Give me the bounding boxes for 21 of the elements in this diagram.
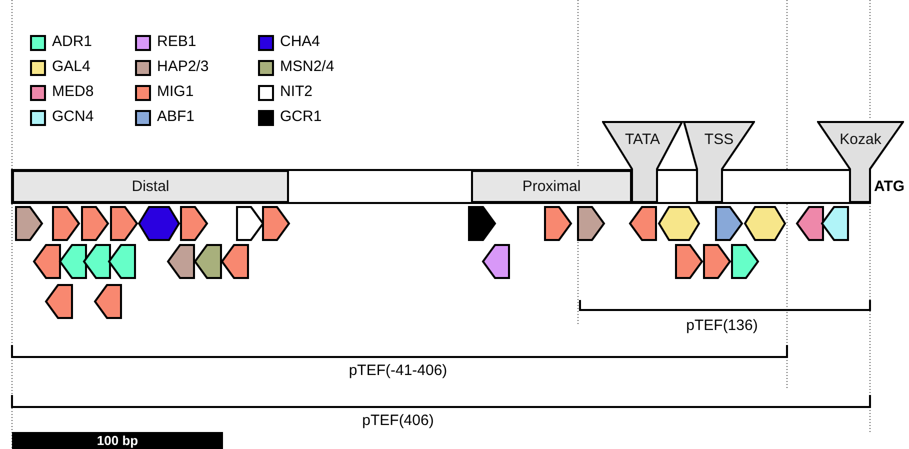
legend-label: ADR1 bbox=[52, 33, 92, 50]
tss-marker: TSS bbox=[683, 121, 755, 203]
legend-label: GAL4 bbox=[52, 58, 90, 75]
legend-label: ABF1 bbox=[157, 108, 195, 125]
legend-label: GCN4 bbox=[52, 108, 94, 125]
range-label: pTEF(-41-406) bbox=[348, 362, 448, 379]
legend-label: GCR1 bbox=[280, 108, 322, 125]
range-label: pTEF(406) bbox=[361, 412, 435, 429]
tata-marker: TATA bbox=[602, 121, 683, 203]
legend-label: REB1 bbox=[157, 33, 196, 50]
distal-region: Distal bbox=[12, 170, 289, 203]
scale-bar: 100 bp bbox=[12, 432, 223, 449]
proximal-region: Proximal bbox=[471, 170, 632, 203]
codon-label: ATG bbox=[874, 178, 906, 195]
legend-label: MED8 bbox=[52, 83, 94, 100]
legend-label: NIT2 bbox=[280, 83, 313, 100]
range-label: pTEF(136) bbox=[685, 317, 759, 334]
legend-label: HAP2/3 bbox=[157, 58, 209, 75]
legend-label: MSN2/4 bbox=[280, 58, 334, 75]
legend-label: CHA4 bbox=[280, 33, 320, 50]
legend-label: MIG1 bbox=[157, 83, 194, 100]
